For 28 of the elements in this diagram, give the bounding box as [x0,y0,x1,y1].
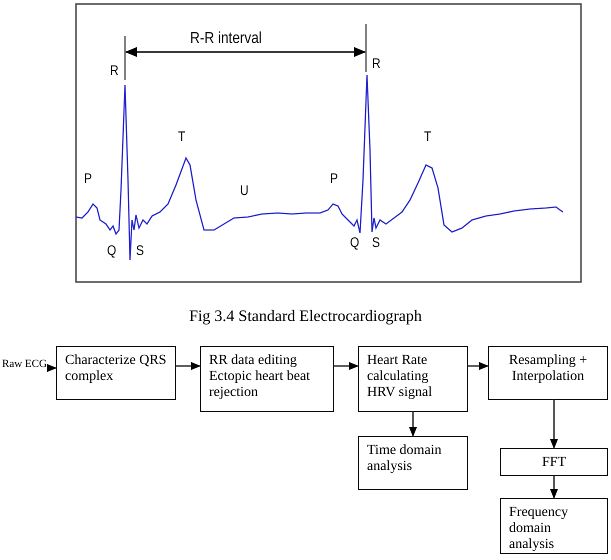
process-box: Time domain analysis [358,436,468,490]
process-box: FFT [500,448,608,476]
arrow [47,364,57,372]
arrow [468,362,489,370]
interval-label: R-R interval [190,30,262,48]
process-box: Heart Rate calculating HRV signal [358,346,468,412]
wave-label: S [372,234,380,250]
wave-label: R [372,55,381,71]
figure-caption: Fig 3.4 Standard Electrocardiograph [188,308,423,326]
wave-label: P [330,170,338,186]
wave-label: R [110,62,119,78]
process-box: RR data editing Ectopic heart beat rejection [200,346,334,412]
arrow [409,412,417,437]
process-box: Resampling + Interpolation [488,346,608,400]
process-box: Frequency domain analysis [500,498,608,554]
arrow [176,362,201,370]
wave-label: S [136,242,144,258]
wave-label: Q [350,234,360,250]
input-label: Raw ECG [2,358,50,378]
arrow [550,476,558,499]
wave-label: T [424,128,432,144]
wave-label: Q [107,242,116,258]
wave-label: P [84,170,92,186]
wave-label: U [240,182,249,198]
wave-label: T [178,128,186,144]
arrow [550,400,558,449]
arrow [334,362,359,370]
process-box: Characterize QRS complex [56,346,176,400]
